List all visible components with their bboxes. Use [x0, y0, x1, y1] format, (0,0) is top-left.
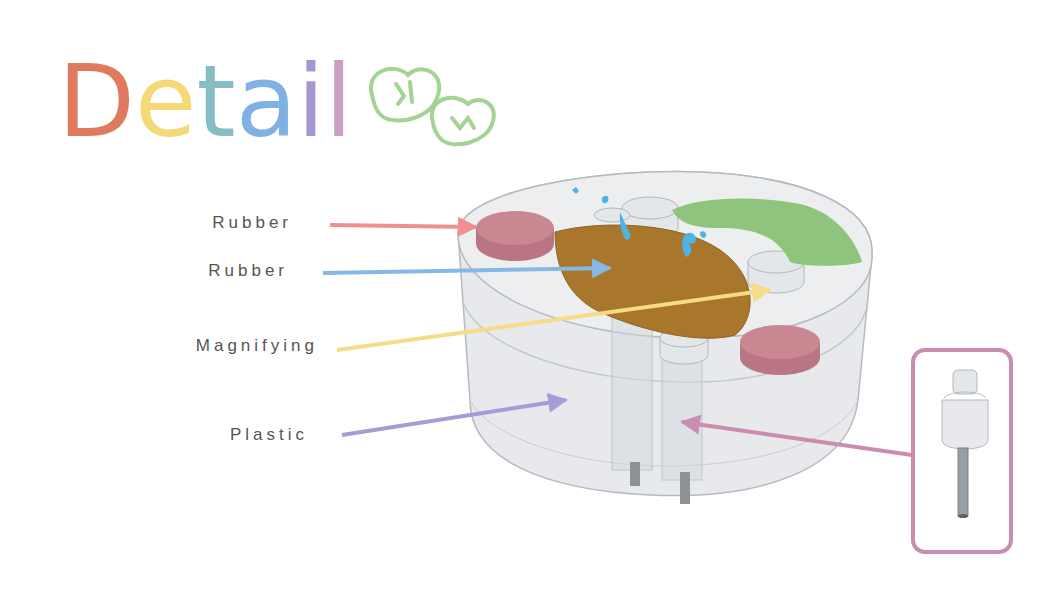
brown-rubber-leaf [555, 225, 750, 338]
housing [458, 172, 872, 496]
part-label: Magnifying [196, 336, 318, 356]
frog-icon [371, 69, 494, 145]
part-label: Rubber [212, 213, 292, 233]
water-droplets [572, 187, 706, 257]
page-title: Detail [58, 52, 353, 152]
rubber-feet [476, 211, 820, 375]
leader-arrows [323, 225, 912, 455]
part-label: Rubber [208, 261, 288, 281]
part-label: Plastic [230, 425, 308, 445]
inset-detail [913, 350, 1011, 552]
pins [630, 462, 690, 504]
